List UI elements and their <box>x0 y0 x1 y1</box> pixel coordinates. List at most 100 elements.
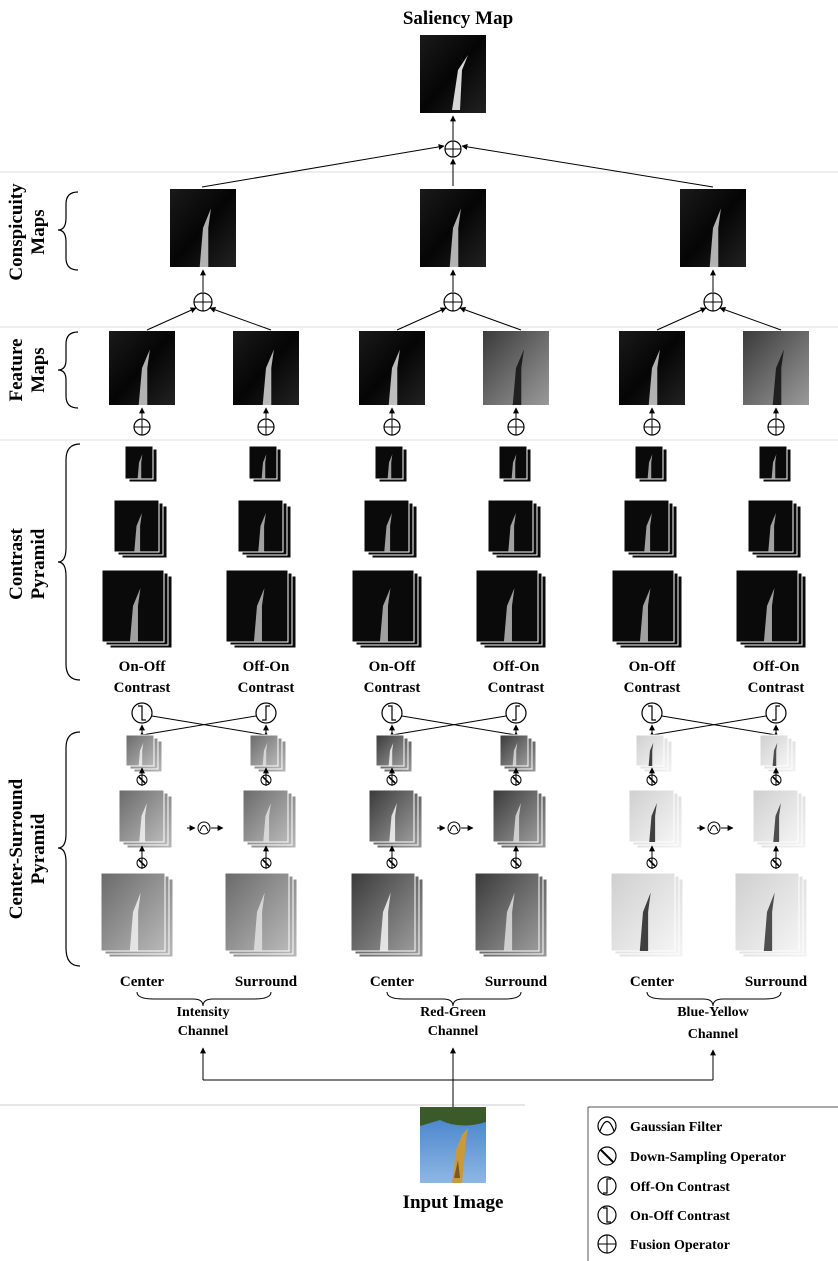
contrast-label-line1: Contrast <box>6 527 27 599</box>
contrast-stack-medium <box>363 499 418 559</box>
cs-stack-small <box>759 734 797 773</box>
cross-line <box>661 715 777 736</box>
cs-stack-small <box>375 734 413 773</box>
gaussian-filter-icon <box>447 821 461 835</box>
giraffe-silhouette <box>511 454 517 479</box>
giraffe-silhouette <box>199 208 211 267</box>
contrast-label-right-1: Off-On <box>243 659 290 675</box>
giraffe-silhouette <box>389 803 397 842</box>
channel-label-red-green-2: Channel <box>428 1024 479 1039</box>
giraffe-silhouette <box>648 742 654 766</box>
connector-arrow <box>719 307 782 331</box>
section-brackets <box>57 191 81 967</box>
cs-stack-large <box>350 872 424 958</box>
cs-stack-small <box>499 734 537 773</box>
fusion-operator-icon <box>257 418 275 436</box>
fusion-operator-icon <box>507 418 525 436</box>
cross-line <box>151 715 267 736</box>
input-image-label: Input Image <box>403 1192 504 1213</box>
contrast-glyph <box>388 705 396 721</box>
cs-stack-medium <box>118 789 173 849</box>
center-label: Center <box>630 974 674 990</box>
input-routing <box>200 1047 716 1120</box>
legend-label-down-sampling: Down-Sampling Operator <box>630 1150 786 1165</box>
giraffe-silhouette <box>503 588 515 642</box>
gaussian-filter-icon <box>597 1116 617 1136</box>
cs-stack-small <box>249 734 287 773</box>
gaussian-curve <box>709 825 719 832</box>
connector-arrow <box>146 307 197 331</box>
cs-stack-medium <box>628 789 683 849</box>
contrast-label-left-2: Contrast <box>114 680 171 696</box>
giraffe-silhouette <box>508 513 516 552</box>
fusion-operator-icon <box>383 418 401 436</box>
section-separators <box>0 171 838 1106</box>
channel-label-red-green-1: Red-Green <box>420 1005 486 1020</box>
legend-label-fusion: Fusion Operator <box>630 1238 730 1253</box>
giraffe-silhouette <box>649 803 657 842</box>
contrast-stack-large <box>351 569 423 649</box>
giraffe-silhouette <box>129 892 141 951</box>
gaussian-filter-icon <box>197 821 211 835</box>
giraffe-silhouette <box>503 892 515 951</box>
giraffe-silhouette <box>262 349 274 405</box>
surround-label: Surround <box>745 974 808 990</box>
cross-line <box>391 715 507 736</box>
surround-label: Surround <box>235 974 298 990</box>
contrast-stack-large <box>225 569 297 649</box>
channel-label-blue-yellow-2: Channel <box>688 1027 739 1042</box>
top-fusion-operator <box>444 140 462 158</box>
giraffe-silhouette <box>379 588 391 642</box>
giraffe-silhouette <box>258 513 266 552</box>
legend-label-gaussian: Gaussian Filter <box>630 1120 722 1135</box>
fusion-operator-icon <box>703 292 723 312</box>
feature-label-line2: Maps <box>28 347 49 392</box>
connector-arrow <box>656 307 707 331</box>
contrast-stack-large <box>611 569 683 649</box>
off-on-contrast-icon <box>505 702 527 724</box>
giraffe-silhouette <box>639 588 651 642</box>
down-sampling-icon <box>597 1146 617 1166</box>
gaussian-circle <box>197 821 211 835</box>
channel-label-blue-yellow-1: Blue-Yellow <box>677 1005 749 1020</box>
giraffe-silhouette <box>763 588 775 642</box>
off-on-contrast-icon <box>255 702 277 724</box>
cs-stack-medium <box>752 789 807 849</box>
off-on-contrast-icon <box>597 1176 617 1196</box>
center-label: Center <box>370 974 414 990</box>
contrast-label-right-1: Off-On <box>493 659 540 675</box>
cs-stack-large <box>734 872 808 958</box>
gaussian-filter-icon <box>707 821 721 835</box>
contrast-label-right-2: Contrast <box>488 680 545 696</box>
contrast-stack-small <box>498 445 532 483</box>
contrast-stack-medium <box>747 499 802 559</box>
contrast-glyph <box>648 705 656 721</box>
contrast-stack-small <box>124 445 158 483</box>
contrast-glyph <box>138 705 146 721</box>
connector-arrow <box>396 307 447 331</box>
fusion-operator-icon <box>643 418 661 436</box>
giraffe-silhouette <box>384 513 392 552</box>
center-surround-label-line1: Center-Surround <box>6 778 27 919</box>
giraffe-silhouette <box>253 892 265 951</box>
contrast-stack-medium <box>623 499 678 559</box>
gaussian-curve <box>199 825 209 832</box>
giraffe-silhouette <box>709 208 721 267</box>
gaussian-curve <box>449 825 459 832</box>
giraffe-silhouette <box>639 892 651 951</box>
giraffe-silhouette <box>138 742 144 766</box>
fusion-operator-icon <box>767 418 785 436</box>
legend-label-off-on: Off-On Contrast <box>630 1180 730 1195</box>
contrast-stack-small <box>634 445 668 483</box>
on-off-contrast-icon <box>131 702 153 724</box>
off-on-contrast-icon <box>765 702 787 724</box>
giraffe-silhouette <box>647 454 653 479</box>
giraffe-silhouette <box>262 742 268 766</box>
contrast-stack-large <box>735 569 807 649</box>
giraffe-silhouette <box>644 513 652 552</box>
giraffe-silhouette <box>138 349 150 405</box>
cross-line <box>651 715 767 736</box>
